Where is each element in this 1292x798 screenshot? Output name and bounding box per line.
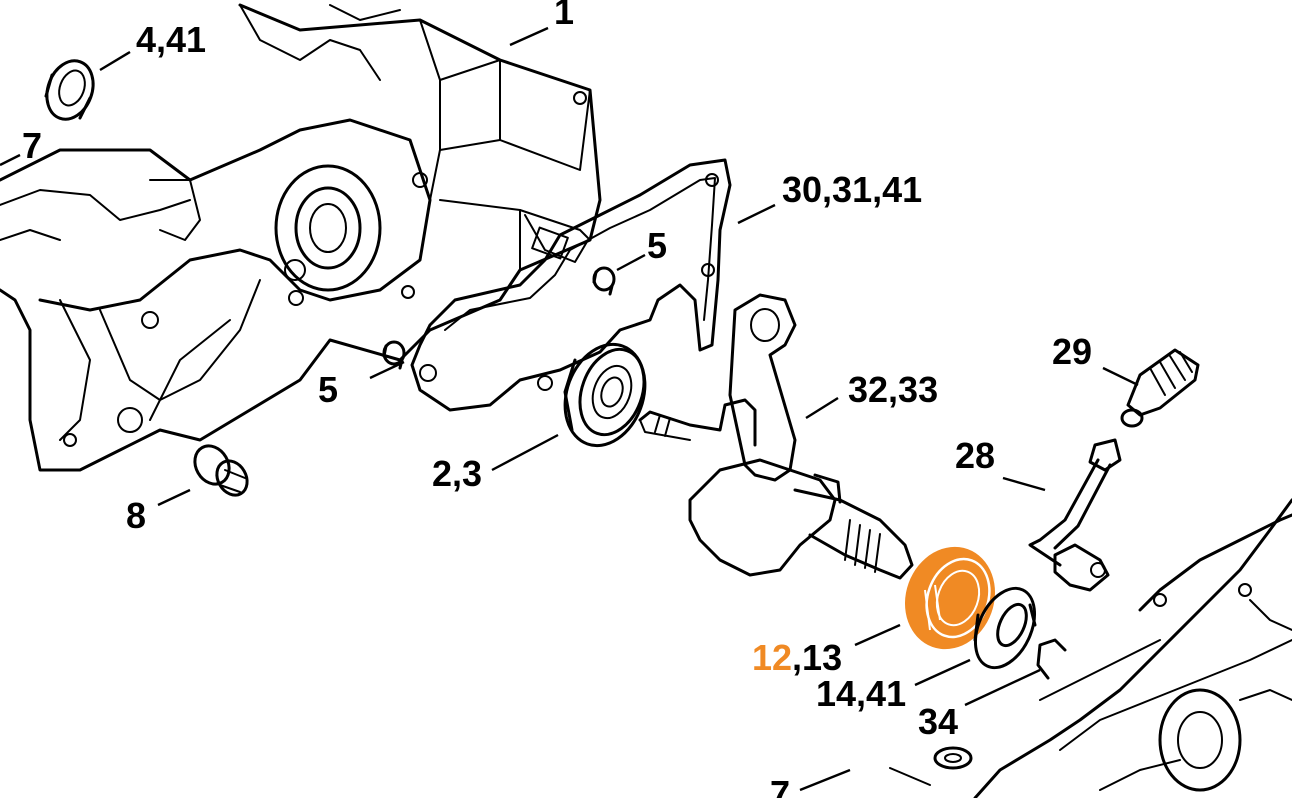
callout-28: 28 [955, 435, 995, 476]
callout-7-bottom: 7 [770, 773, 790, 798]
buffer-part-8 [193, 444, 249, 497]
circlip-part-34 [1036, 638, 1067, 680]
callout-32-33: 32,33 [848, 369, 938, 410]
callout-12-13: 12,13 [752, 637, 842, 678]
callout-12-highlighted: 12 [752, 637, 792, 678]
callout-4-41: 4,41 [136, 19, 206, 60]
leader-lines [0, 26, 1139, 792]
oil-seal-part-4 [44, 59, 95, 121]
crankshaft-part-32 [638, 293, 914, 580]
crankcase-other-half [889, 498, 1292, 798]
callout-labels: 1 4,41 7 30,31,41 5 5 29 32,33 28 2,3 8 … [22, 0, 1092, 798]
callout-5-upper: 5 [647, 225, 667, 266]
callout-5-lower: 5 [318, 369, 338, 410]
callout-8: 8 [126, 495, 146, 536]
callout-7-top: 7 [22, 125, 42, 166]
washer-part-bottom [933, 746, 973, 770]
callout-29: 29 [1052, 331, 1092, 372]
ball-bearing-part-12-highlighted [904, 546, 996, 650]
hose-part-28 [1028, 438, 1122, 592]
fitting-part-29 [1120, 348, 1200, 428]
ball-bearing-part-2 [563, 342, 647, 448]
callout-13: ,13 [792, 637, 842, 678]
callout-14-41: 14,41 [816, 673, 906, 714]
callout-34: 34 [918, 701, 958, 742]
callout-30-31-41: 30,31,41 [782, 169, 922, 210]
oil-seal-part-14 [973, 586, 1037, 670]
callout-2-3: 2,3 [432, 453, 482, 494]
callout-1: 1 [554, 0, 574, 32]
gasket-part-30 [410, 158, 732, 412]
crankcase-part-1 [0, 3, 602, 472]
dowel-part-5-upper [592, 266, 616, 296]
